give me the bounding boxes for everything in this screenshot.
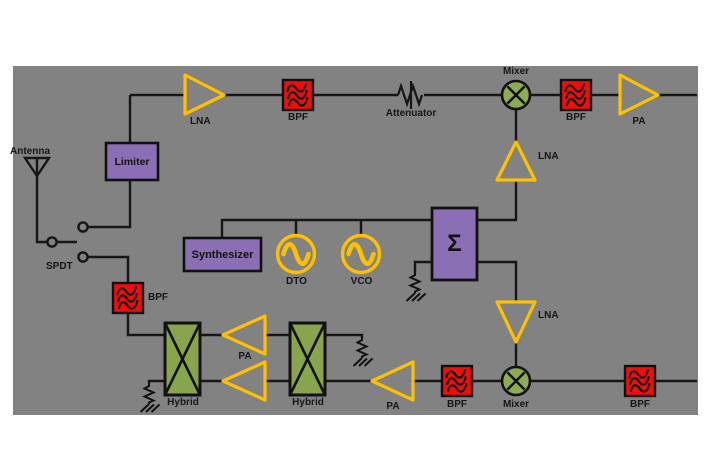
limiter-block: [104, 141, 160, 182]
wire-spdt-to-tx-bpf: [88, 255, 165, 337]
attenuator-icon: [396, 81, 424, 109]
spdt-lower-contact: [77, 251, 89, 263]
label-sigma: Σ: [447, 230, 462, 257]
wire-sigma-ports: [413, 109, 518, 367]
wire-antenna-feed: [35, 158, 47, 244]
spdt-common-contact: [46, 236, 58, 248]
vco-oscillator-icon: [343, 236, 380, 273]
label-bpf-rx2: BPF: [566, 112, 586, 123]
lna-amp-lo-up: [495, 140, 537, 182]
wire-spdt-to-limiter: [88, 95, 132, 229]
label-mixer-tx: Mixer: [502, 399, 530, 410]
label-bpf-tx1: BPF: [447, 399, 467, 410]
spdt-switch: [46, 221, 89, 263]
label-limiter: Limiter: [114, 155, 150, 168]
lna-amp-lo-down: [495, 300, 537, 344]
label-pa-rx: PA: [632, 116, 646, 127]
dto-oscillator-icon: [278, 236, 315, 273]
label-vco: VCO: [350, 276, 373, 287]
label-dto: DTO: [286, 276, 307, 287]
pa-amp-bottom: [221, 360, 267, 402]
wire-lo-bus: [220, 218, 432, 238]
label-synthesizer: Synthesizer: [191, 248, 254, 261]
label-hybrid1: Hybrid: [167, 397, 199, 408]
label-pa-pair: PA: [238, 351, 252, 362]
synthesizer-block: [182, 236, 263, 273]
mixer-tx: [500, 365, 532, 397]
bpf-filter-tx1: [440, 364, 474, 398]
pa-amp-rx: [618, 73, 660, 116]
pa-amp-tx: [370, 360, 415, 402]
label-hybrid2: Hybrid: [292, 397, 324, 408]
label-lna-lo-down: LNA: [538, 310, 559, 321]
wire-hybrid1-ports: [147, 333, 290, 384]
hybrid-coupler-1: [163, 321, 202, 397]
label-pa-tx: PA: [386, 401, 400, 412]
hybrid-coupler-2: [288, 321, 327, 397]
label-antenna: Antenna: [10, 146, 50, 157]
wire-hybrid2-ports: [325, 333, 442, 383]
bpf-filter-tx2: [623, 364, 657, 398]
bpf-filter-rx1: [281, 78, 315, 112]
antenna-icon: [22, 156, 52, 179]
lna-amp-rx: [183, 73, 226, 116]
label-bpf-tx-in: BPF: [148, 292, 168, 303]
label-mixer-rx: Mixer: [502, 66, 530, 77]
spdt-upper-contact: [77, 221, 89, 233]
mixer-rx: [500, 79, 532, 111]
bpf-filter-tx-in: [111, 281, 145, 315]
label-bpf-tx2: BPF: [630, 399, 650, 410]
label-spdt: SPDT: [46, 261, 73, 272]
label-bpf-rx1: BPF: [288, 112, 308, 123]
label-attenuator: Attenuator: [385, 108, 437, 119]
bpf-filter-rx2: [559, 78, 593, 112]
label-lna-lo-up: LNA: [538, 151, 559, 162]
sigma-combiner-block: [430, 206, 479, 282]
pa-amp-top: [221, 314, 267, 356]
label-lna-rx: LNA: [190, 116, 211, 127]
wires: [35, 93, 697, 384]
